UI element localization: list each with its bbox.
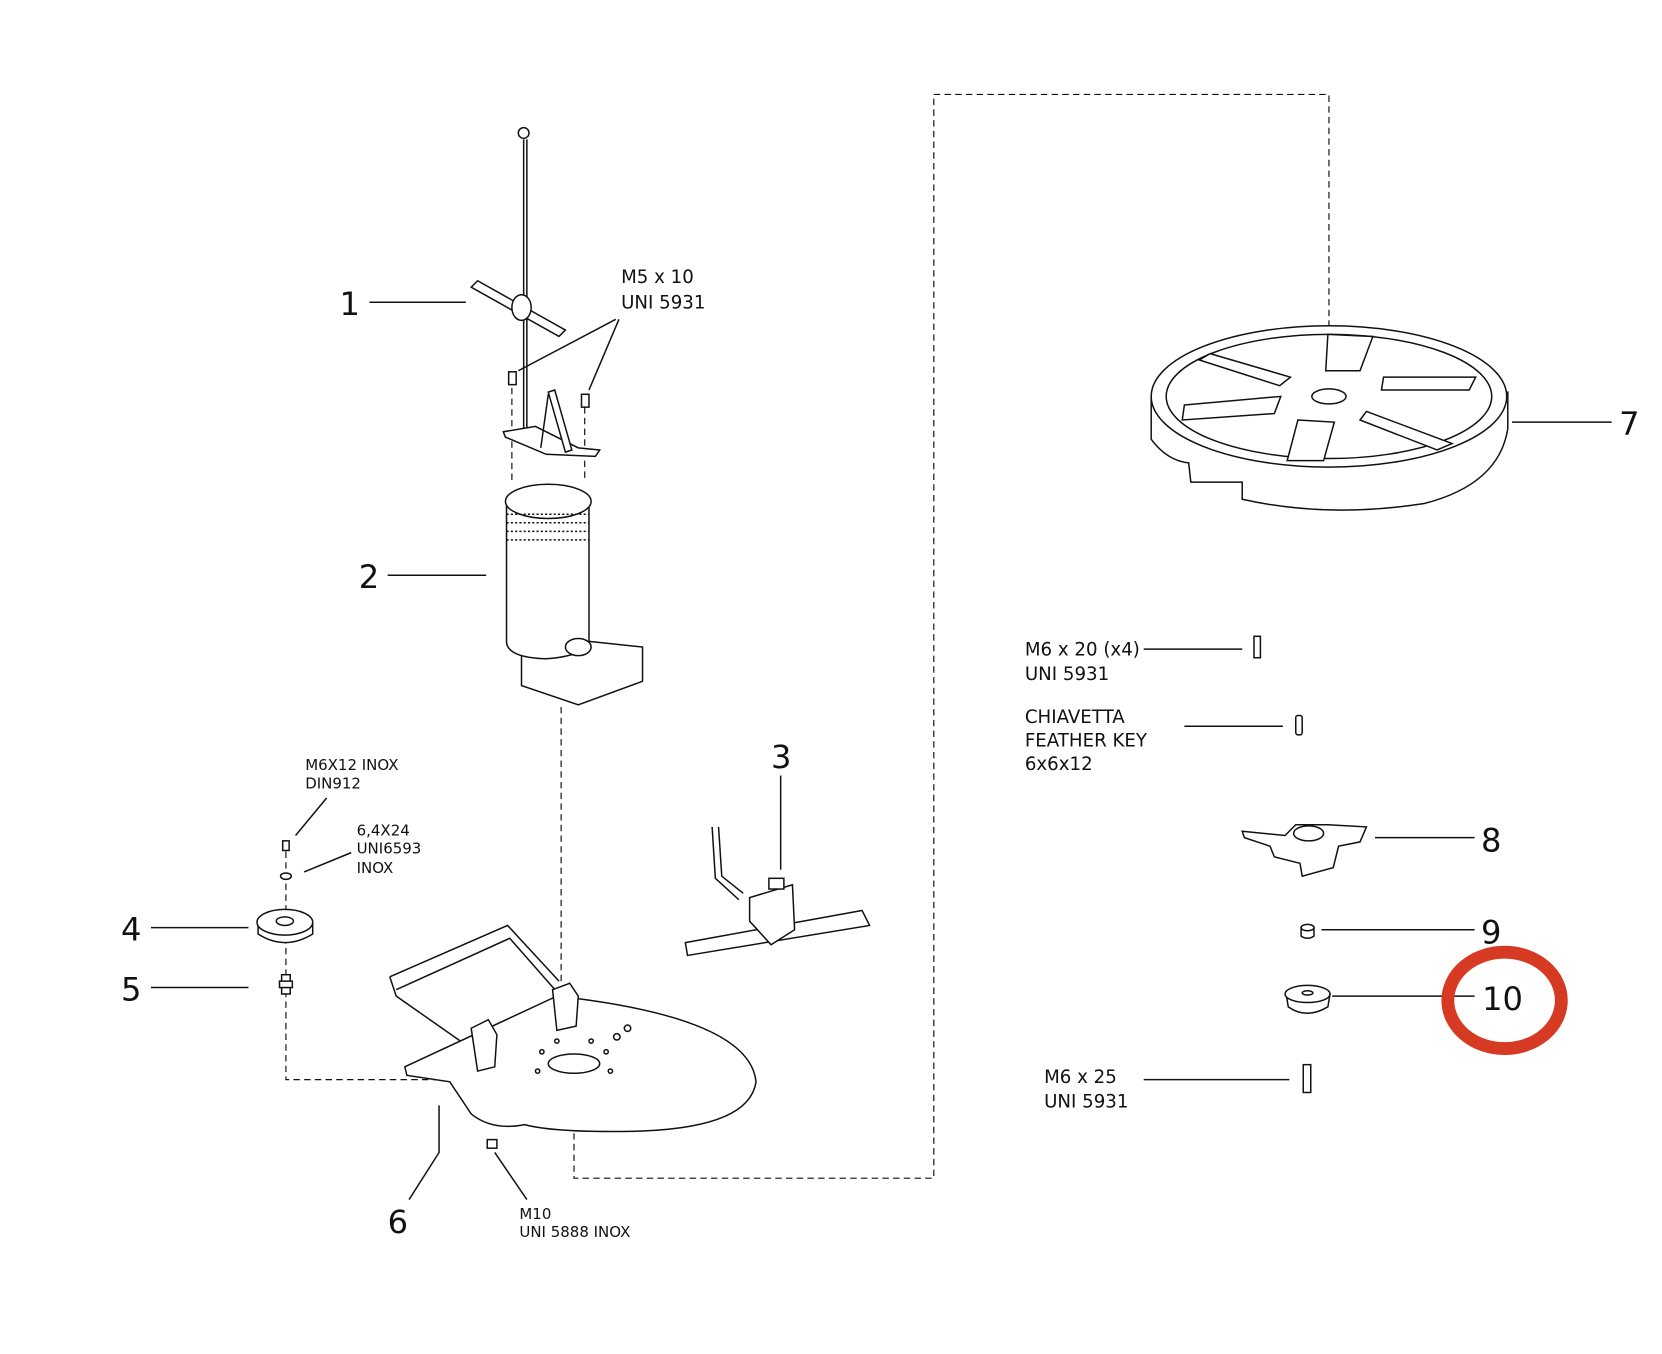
part-4-disc-mount[interactable] xyxy=(256,908,314,944)
feather-key xyxy=(1295,714,1303,736)
screw-m5-left xyxy=(507,371,517,386)
label-washer-line1: 6,4X24 xyxy=(357,821,410,839)
label-m6x20-line1: M6 x 20 (x4) xyxy=(1025,640,1140,661)
washer-6-4x24 xyxy=(279,872,293,881)
part-6-base-plate[interactable] xyxy=(389,924,757,1133)
label-m10-line2: UNI 5888 INOX xyxy=(519,1223,630,1241)
assembly-dashed-lines xyxy=(285,93,1330,1179)
callout-1: 1 xyxy=(339,285,359,323)
screw-m6x12 xyxy=(281,840,290,852)
label-m6x12-line1: M6X12 INOX xyxy=(305,756,398,774)
part-9-spacer[interactable] xyxy=(1300,923,1315,940)
part-2-cylinder[interactable] xyxy=(504,483,644,706)
label-m10-line1: M10 xyxy=(519,1205,551,1223)
highlight-circle xyxy=(1441,945,1568,1056)
label-m5-line2: UNI 5931 xyxy=(621,293,705,314)
part-10-cap[interactable] xyxy=(1284,984,1331,1015)
bracket[interactable] xyxy=(502,389,602,458)
part-7-top-disc[interactable] xyxy=(1150,325,1509,511)
callout-5: 5 xyxy=(121,970,141,1008)
callout-10: 10 xyxy=(1482,980,1523,1018)
screw-m5-right xyxy=(580,393,590,408)
callout-4: 4 xyxy=(121,910,141,948)
label-m6x12-line2: DIN912 xyxy=(305,774,361,792)
callout-7: 7 xyxy=(1619,405,1639,443)
callout-2: 2 xyxy=(359,558,379,596)
part-5-threaded-stud[interactable] xyxy=(278,973,294,995)
leader-lines xyxy=(150,301,1612,1201)
label-washer-line3: INOX xyxy=(357,859,394,877)
label-key-line1: CHIAVETTA xyxy=(1025,707,1125,728)
label-m6x20-line2: UNI 5931 xyxy=(1025,664,1109,685)
screw-m6x20 xyxy=(1253,635,1262,659)
nut-m10 xyxy=(486,1138,498,1149)
label-washer-line2: UNI6593 xyxy=(357,840,422,858)
label-key-line3: 6x6x12 xyxy=(1025,754,1093,775)
screw-m6x25 xyxy=(1302,1063,1312,1094)
callout-6: 6 xyxy=(388,1203,408,1241)
part-1-rod-assembly[interactable] xyxy=(469,126,567,429)
part-3-solenoid-valve[interactable] xyxy=(684,826,871,957)
part-8-spider-hub[interactable] xyxy=(1241,824,1368,878)
label-key-line2: FEATHER KEY xyxy=(1025,731,1148,752)
label-m6x25-line1: M6 x 25 xyxy=(1044,1067,1117,1088)
label-m5-line1: M5 x 10 xyxy=(621,267,694,288)
label-m6x25-line2: UNI 5931 xyxy=(1044,1091,1128,1112)
callout-8: 8 xyxy=(1481,822,1501,860)
callout-9: 9 xyxy=(1481,914,1501,952)
callout-3: 3 xyxy=(771,738,791,776)
